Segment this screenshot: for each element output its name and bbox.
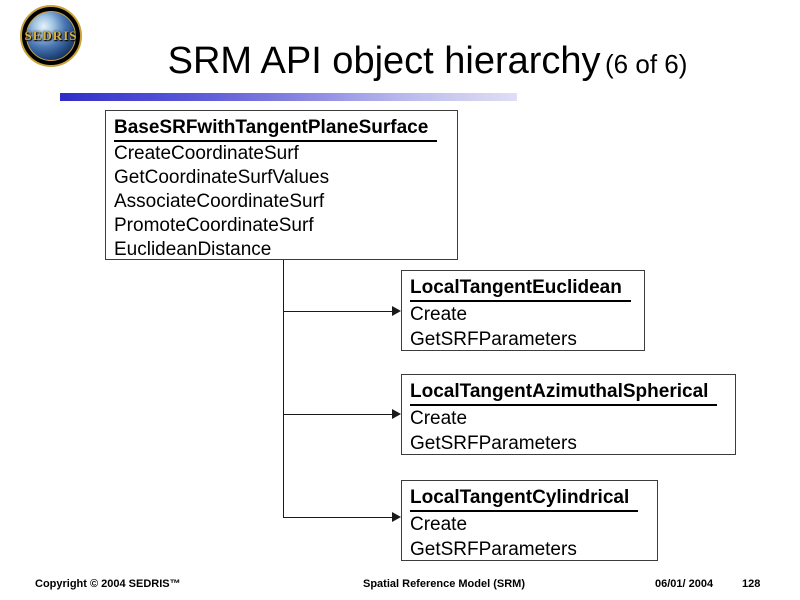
method-item: Create	[410, 514, 468, 535]
class-box-basesrfwithtangentplanesurface: BaseSRFwithTangentPlaneSurface CreateCoo…	[105, 110, 458, 260]
footer-date: 06/01/ 2004	[655, 578, 714, 590]
method-item: AssociateCoordinateSurf	[114, 191, 325, 212]
footer-page-number: 128	[742, 578, 761, 590]
slide-title-main: SRM API object hierarchy	[167, 40, 601, 82]
footer-document-title: Spatial Reference Model (SRM)	[363, 578, 525, 590]
class-name: LocalTangentEuclidean	[410, 275, 631, 302]
method-item: Create	[410, 304, 468, 325]
method-item: EuclideanDistance	[114, 239, 272, 260]
method-item: GetSRFParameters	[410, 433, 577, 454]
globe-icon	[26, 11, 76, 61]
method-item: PromoteCoordinateSurf	[114, 215, 314, 236]
class-box-localtangentcylindrical: LocalTangentCylindrical Create GetSRFPar…	[401, 480, 658, 561]
class-box-localtangentazimuthalspherical: LocalTangentAzimuthalSpherical Create Ge…	[401, 374, 736, 455]
arrowhead-icon	[392, 409, 401, 419]
method-item: GetSRFParameters	[410, 539, 577, 560]
footer-copyright: Copyright © 2004 SEDRIS™	[35, 578, 181, 590]
connector-vertical-line	[283, 260, 284, 518]
method-item: Create	[410, 408, 468, 429]
title-accent-bar	[60, 93, 517, 101]
method-item: GetCoordinateSurfValues	[114, 167, 330, 188]
method-item: CreateCoordinateSurf	[114, 143, 299, 164]
arrowhead-icon	[392, 306, 401, 316]
class-name: BaseSRFwithTangentPlaneSurface	[114, 116, 438, 142]
class-box-localtangenteuclidean: LocalTangentEuclidean Create GetSRFParam…	[401, 270, 645, 351]
slide-title: SRM API object hierarchy (6 of 6)	[115, 38, 740, 92]
connector-branch-line	[283, 311, 393, 312]
connector-branch-line	[283, 414, 393, 415]
logo-text: SEDRIS	[24, 28, 78, 43]
sedris-logo: SEDRIS	[20, 5, 82, 67]
connector-branch-line	[283, 517, 393, 518]
slide-title-page-indicator: (6 of 6)	[605, 49, 688, 79]
class-name: LocalTangentAzimuthalSpherical	[410, 379, 718, 406]
method-item: GetSRFParameters	[410, 329, 577, 350]
class-name: LocalTangentCylindrical	[410, 485, 639, 512]
arrowhead-icon	[392, 512, 401, 522]
